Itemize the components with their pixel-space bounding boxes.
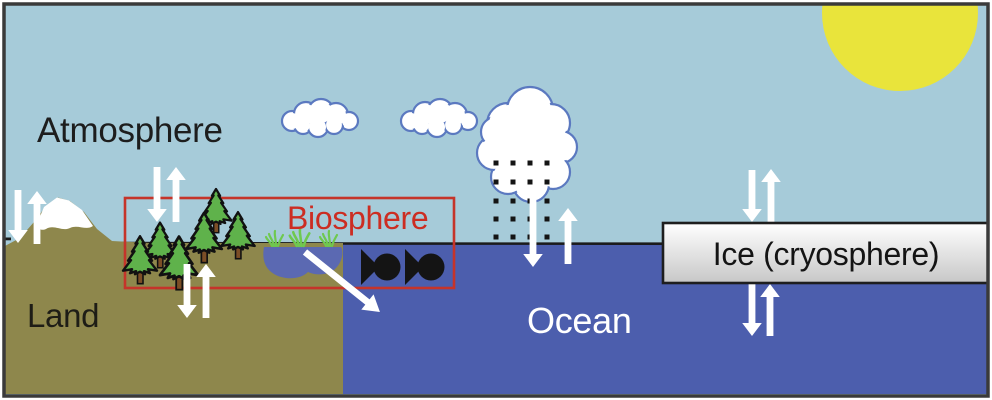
precipitation-arrow-down [523, 196, 543, 267]
biosphere-box [123, 196, 456, 290]
runoff-arrow [302, 249, 380, 313]
fish-icon [405, 249, 445, 285]
forest-exchange-arrow-up [166, 167, 186, 222]
surface-stub [3, 237, 11, 241]
subsurface-exchange-arrow-up [196, 264, 216, 318]
land-region [3, 197, 343, 394]
fish-icon [361, 249, 401, 285]
ocean-label: Ocean [527, 300, 632, 341]
land-label: Land [27, 297, 99, 334]
subsurface-exchange-arrow-down [177, 264, 197, 318]
ice-atmosphere-arrow-up [761, 169, 781, 222]
ice-ocean-arrow-down [742, 284, 762, 336]
ice-box: Ice (cryosphere) [661, 221, 989, 285]
flat-cloud-icon-left [280, 97, 360, 139]
ice-label: Ice (cryosphere) [713, 236, 939, 272]
mountain-exchange-arrow-down [8, 190, 28, 243]
sun-icon [822, 3, 978, 91]
snowcap-mountain-icon [36, 197, 93, 230]
mountain-exchange-arrow-up [27, 191, 47, 244]
exchange-arrows [8, 167, 781, 336]
atmosphere-label: Atmosphere [37, 111, 223, 150]
forest-exchange-arrow-down [147, 167, 167, 222]
evaporation-arrow-up [558, 208, 578, 264]
ice-atmosphere-arrow-down [742, 170, 762, 222]
flat-cloud-icon-right [399, 97, 479, 139]
ice-ocean-arrow-up [760, 284, 780, 336]
biosphere-label: Biosphere [287, 200, 428, 236]
reeds-icon [264, 227, 339, 248]
